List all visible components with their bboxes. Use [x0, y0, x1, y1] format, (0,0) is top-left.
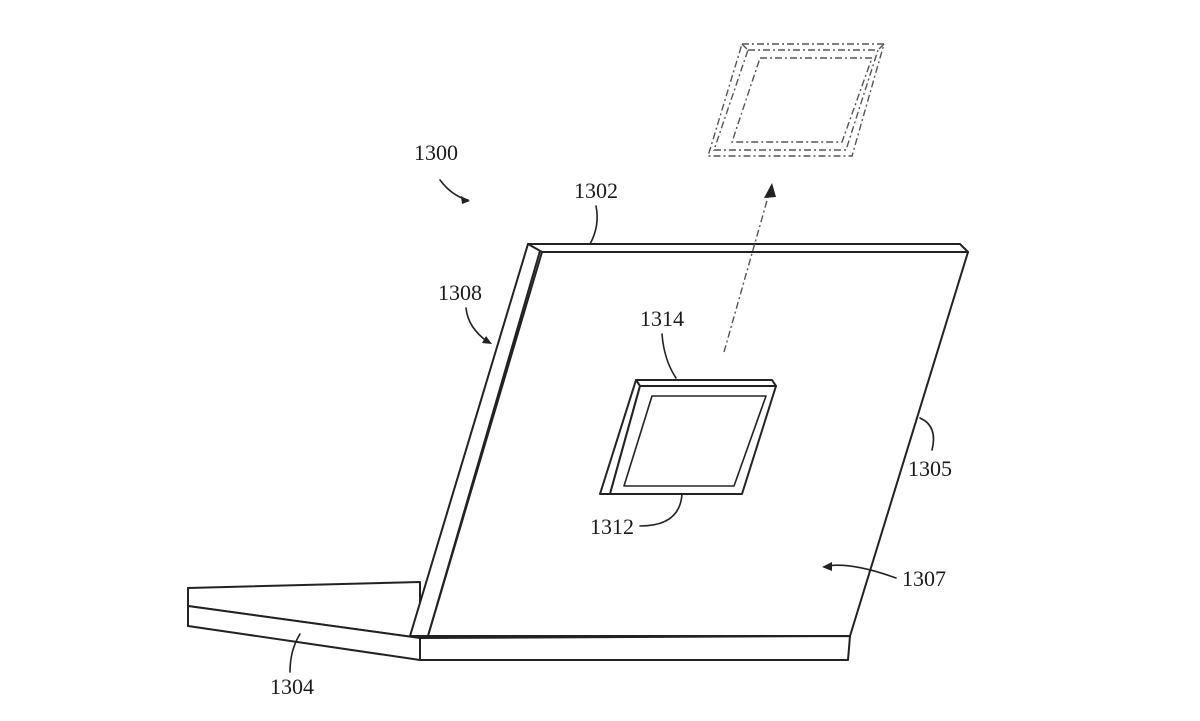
label-1307: 1307	[902, 566, 946, 591]
label-1314: 1314	[640, 306, 684, 331]
leader-lines	[289, 179, 935, 673]
label-1308: 1308	[438, 280, 482, 305]
label-1304: 1304	[270, 674, 314, 699]
label-1312: 1312	[590, 514, 634, 539]
lid-top-edge	[527, 243, 969, 253]
label-1305: 1305	[908, 456, 952, 481]
module-assembly	[599, 379, 777, 495]
laptop-base	[187, 581, 851, 661]
label-1300: 1300	[414, 140, 458, 165]
exploded-module	[707, 43, 885, 157]
explode-arrow	[723, 183, 776, 353]
label-1302: 1302	[574, 178, 618, 203]
